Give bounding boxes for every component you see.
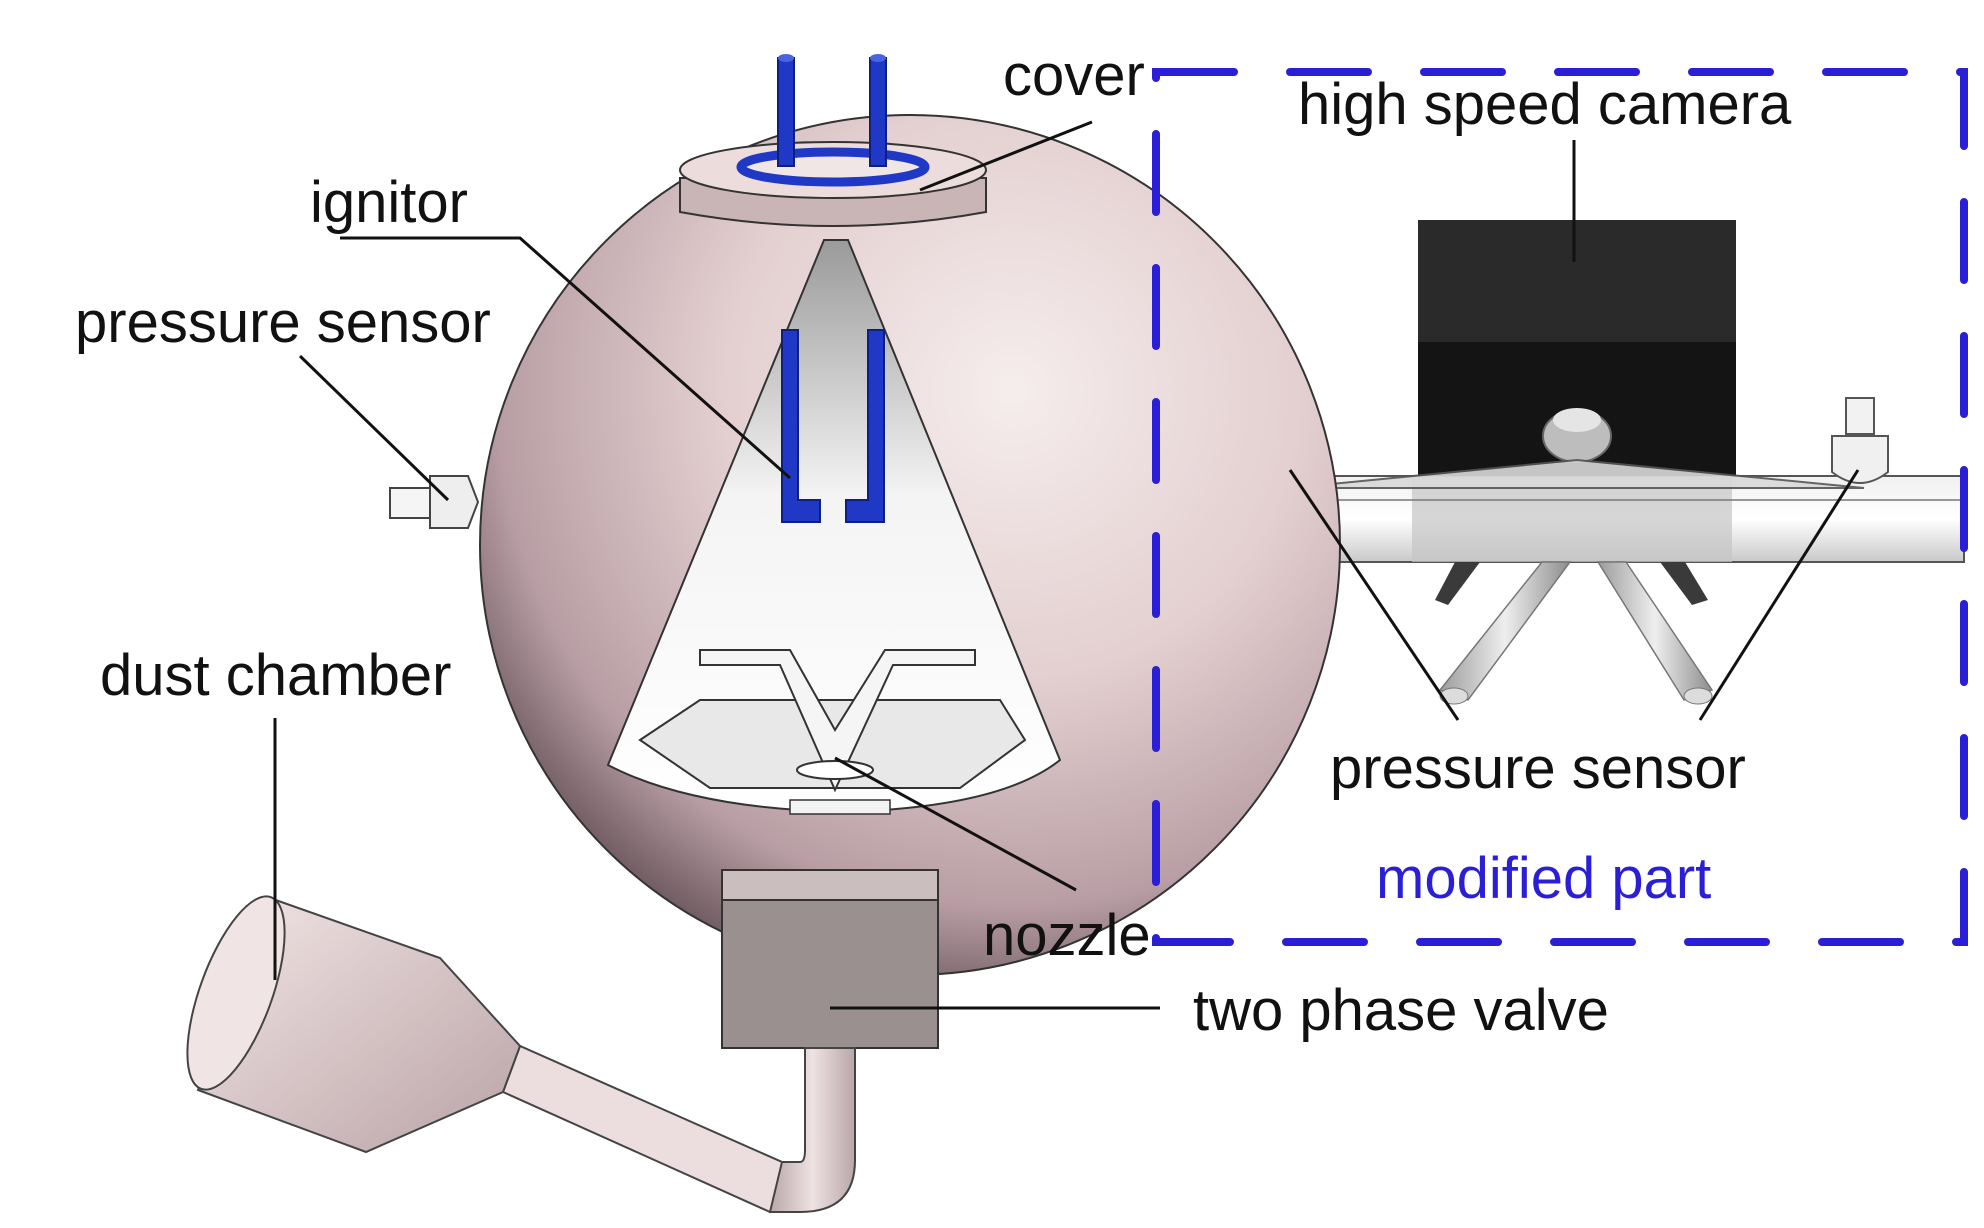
modified-part-frame bbox=[1152, 68, 1968, 946]
label-high-speed-camera: high speed camera bbox=[1298, 72, 1792, 137]
ignitor-electrodes bbox=[781, 329, 885, 523]
leader-nozzle bbox=[834, 756, 1077, 892]
feed-pipe bbox=[501, 1044, 856, 1214]
label-two-phase-valve: two phase valve bbox=[1193, 978, 1609, 1043]
label-modified-part: modified part bbox=[1376, 846, 1711, 911]
leader-pressure-sensor-left bbox=[298, 354, 450, 502]
label-pressure-sensor-left: pressure sensor bbox=[75, 290, 491, 355]
high-speed-camera bbox=[1418, 220, 1736, 476]
nozzle-disperser bbox=[638, 649, 1027, 815]
leader-pressure-sensor-right-b bbox=[1698, 469, 1860, 721]
sphere-pressure-sensor bbox=[389, 475, 480, 529]
leader-pressure-sensor-right-a bbox=[1288, 469, 1460, 721]
label-cover: cover bbox=[1003, 43, 1145, 108]
label-nozzle: nozzle bbox=[983, 903, 1151, 968]
dust-chamber bbox=[186, 895, 522, 1154]
leader-lines bbox=[273, 120, 1860, 1010]
label-dust-chamber: dust chamber bbox=[100, 643, 451, 708]
tube-pressure-sensor-right bbox=[1831, 397, 1889, 484]
cover bbox=[679, 54, 987, 227]
two-phase-valve bbox=[721, 869, 939, 1049]
leader-ignitor bbox=[340, 236, 791, 480]
label-ignitor: ignitor bbox=[310, 170, 468, 235]
label-pressure-sensor-right: pressure sensor bbox=[1330, 736, 1746, 801]
camera-support-legs bbox=[1435, 561, 1714, 705]
camera-window-plate bbox=[1289, 458, 1865, 489]
leader-cover bbox=[919, 120, 1093, 192]
